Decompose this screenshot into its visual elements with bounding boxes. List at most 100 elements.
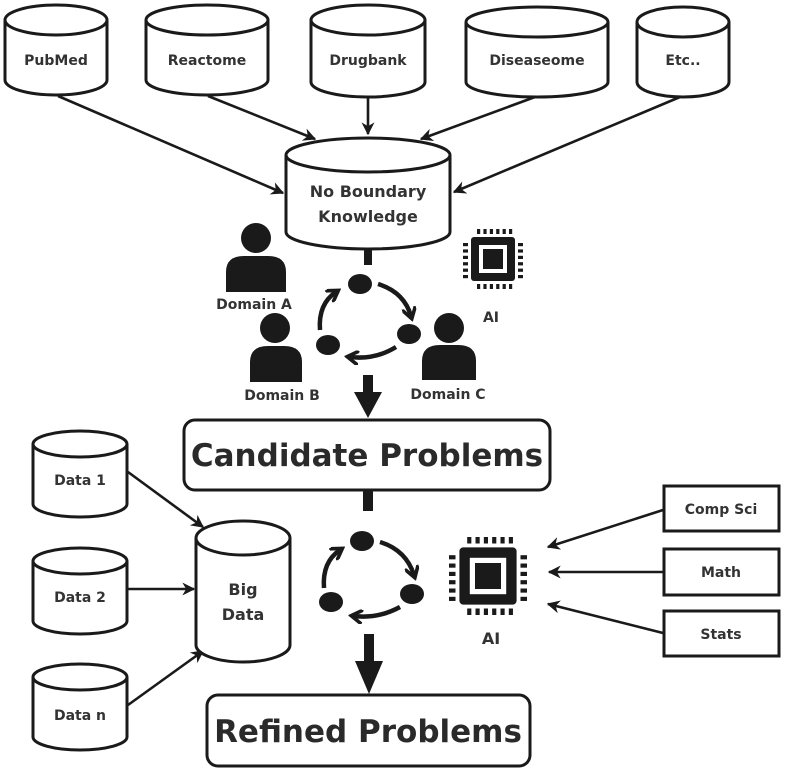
chip-pin bbox=[467, 537, 472, 544]
collaboration-cycle-top bbox=[316, 274, 421, 358]
arrow-to-refined bbox=[355, 634, 383, 694]
discipline-label: Stats bbox=[700, 627, 741, 643]
knowledge-label-line2: Knowledge bbox=[318, 207, 418, 226]
chip-pin bbox=[518, 262, 523, 266]
source-label: PubMed bbox=[24, 53, 88, 69]
data-source-label: Data 2 bbox=[54, 590, 106, 606]
chip-pin bbox=[520, 596, 527, 601]
chip-pin bbox=[508, 608, 513, 615]
chip-pin bbox=[518, 249, 523, 253]
chip-pin bbox=[518, 268, 523, 272]
chip-pin bbox=[518, 275, 523, 279]
chip-pin bbox=[483, 537, 488, 544]
chip-pin bbox=[463, 249, 468, 253]
arrow-to-candidate bbox=[354, 375, 382, 418]
chip-pin bbox=[463, 255, 468, 259]
source-drugbank: Drugbank bbox=[309, 3, 427, 99]
arrow-reactome bbox=[207, 94, 317, 141]
discipline-compsci: Comp Sci bbox=[662, 484, 781, 533]
arrow-compsci bbox=[546, 508, 664, 550]
arrow-datan bbox=[127, 649, 205, 707]
refined-problems-box: Refined Problems bbox=[205, 693, 532, 768]
discipline-stats: Stats bbox=[662, 609, 781, 658]
chip-pin bbox=[502, 284, 506, 289]
person-icon-domain-b bbox=[250, 313, 302, 382]
domain-c-label: Domain C bbox=[410, 387, 485, 403]
big-data-label-line1: Big bbox=[228, 580, 257, 599]
chip-pin bbox=[449, 555, 456, 560]
discipline-math: Math bbox=[662, 547, 781, 597]
arrow-diseaseome bbox=[419, 95, 536, 142]
chip-pin bbox=[449, 588, 456, 593]
data-source-label: Data 1 bbox=[54, 473, 106, 489]
chip-pin bbox=[463, 275, 468, 279]
chip-pin bbox=[520, 563, 527, 568]
chip-pin bbox=[463, 243, 468, 247]
data-source-n: Data n bbox=[31, 662, 129, 752]
chip-pin bbox=[477, 284, 481, 289]
source-label: Etc.. bbox=[665, 53, 700, 69]
big-data-store: Big Data bbox=[194, 519, 292, 664]
cycle-node bbox=[397, 324, 421, 344]
chip-pin bbox=[483, 608, 488, 615]
cycle-node bbox=[350, 531, 374, 551]
chip-pin bbox=[475, 537, 480, 544]
chip-pin bbox=[449, 571, 456, 576]
chip-pin bbox=[449, 596, 456, 601]
source-reactome: Reactome bbox=[144, 3, 270, 97]
cycle-node bbox=[316, 335, 340, 355]
chip-pin bbox=[489, 229, 493, 234]
connector-bar bbox=[364, 249, 372, 265]
chip-pin bbox=[492, 608, 497, 615]
chip-pin bbox=[449, 580, 456, 585]
cycle-arrow bbox=[354, 605, 402, 617]
source-label: Reactome bbox=[168, 53, 246, 69]
connector-bar-2 bbox=[363, 491, 373, 511]
cycle-arrow bbox=[317, 292, 336, 331]
arrow-stats bbox=[546, 600, 664, 635]
data-source-label: Data n bbox=[54, 708, 106, 724]
cycle-arrow bbox=[377, 281, 411, 316]
source-label: Drugbank bbox=[329, 53, 407, 69]
refined-problems-label: Refined Problems bbox=[214, 714, 522, 750]
ai-chip-icon-top bbox=[463, 229, 523, 289]
cycle-arrow bbox=[379, 539, 414, 575]
data-source-2: Data 2 bbox=[31, 546, 129, 636]
ai-chip-icon-bottom bbox=[449, 537, 527, 615]
discipline-arrows bbox=[546, 508, 664, 635]
arrow-etc bbox=[452, 95, 681, 194]
arrow-data1 bbox=[127, 470, 205, 529]
chip-pin bbox=[502, 229, 506, 234]
source-arrows bbox=[57, 94, 681, 195]
refinement-cycle-bottom bbox=[319, 531, 424, 617]
knowledge-label-line1: No Boundary bbox=[310, 182, 427, 201]
source-pubmed: PubMed bbox=[3, 3, 109, 97]
chip-pin bbox=[489, 284, 493, 289]
data-source-1: Data 1 bbox=[31, 429, 129, 519]
chip-pin bbox=[520, 571, 527, 576]
source-label: Diseaseome bbox=[489, 53, 584, 69]
cycle-node bbox=[319, 592, 343, 612]
chip-pin bbox=[520, 555, 527, 560]
cycle-arrow bbox=[321, 550, 340, 589]
ai-label-bottom: AI bbox=[482, 629, 500, 648]
chip-pin bbox=[483, 229, 487, 234]
chip-pin bbox=[483, 284, 487, 289]
chip-pin bbox=[463, 262, 468, 266]
chip-pin bbox=[496, 229, 500, 234]
candidate-problems-label: Candidate Problems bbox=[191, 438, 543, 474]
cycle-node bbox=[348, 274, 372, 294]
chip-pin bbox=[500, 537, 505, 544]
discipline-label: Math bbox=[701, 565, 741, 581]
cycle-arrow bbox=[350, 345, 398, 358]
chip-pin bbox=[520, 588, 527, 593]
chip-pin bbox=[496, 284, 500, 289]
knowledge-store: No Boundary Knowledge bbox=[284, 136, 452, 251]
domain-a-label: Domain A bbox=[216, 297, 292, 313]
chip-pin bbox=[492, 537, 497, 544]
chip-pin bbox=[508, 537, 513, 544]
chip-pin bbox=[475, 608, 480, 615]
person-icon-domain-c bbox=[422, 313, 476, 380]
candidate-problems-box: Candidate Problems bbox=[182, 418, 552, 492]
